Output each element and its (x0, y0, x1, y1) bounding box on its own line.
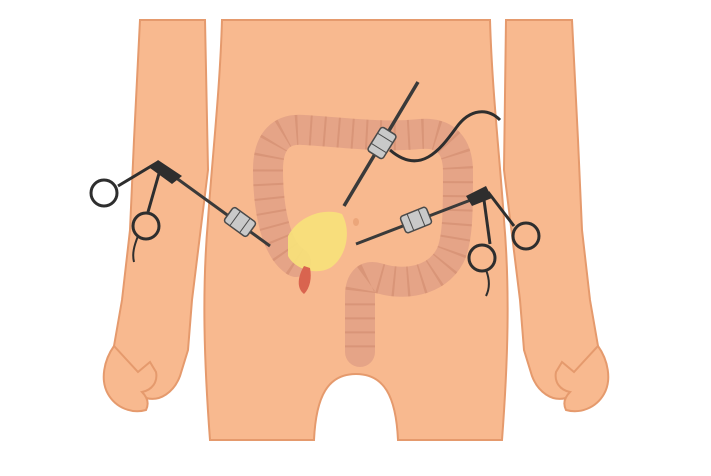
right-grasper-ring-upper (511, 221, 541, 251)
right-grasper-ring-lower (467, 243, 497, 273)
left-grasper-shaft (167, 170, 271, 248)
navel (353, 218, 359, 226)
right-grasper-icon (355, 186, 541, 297)
left-grasper-port (223, 206, 257, 238)
colon-segments (252, 114, 474, 352)
right-hand (554, 344, 610, 413)
scope-cable (389, 110, 502, 163)
laparoscope-icon (342, 81, 502, 207)
left-hand (102, 344, 158, 413)
left-grasper-ring-upper (89, 178, 119, 208)
scope-port (367, 126, 397, 160)
right-arm (502, 19, 600, 400)
right-grasper-handle (466, 186, 492, 206)
left-grasper-handle (150, 160, 182, 184)
left-grasper-icon (89, 160, 271, 263)
left-grasper-ring-lower (131, 211, 161, 241)
large-intestine (252, 114, 474, 367)
right-grasper-port (399, 206, 433, 234)
colon-path (253, 114, 473, 367)
surgical-site (288, 211, 347, 294)
left-arm (112, 19, 210, 400)
appendix (298, 266, 311, 294)
torso (102, 19, 610, 441)
inflamed-region (288, 211, 347, 272)
